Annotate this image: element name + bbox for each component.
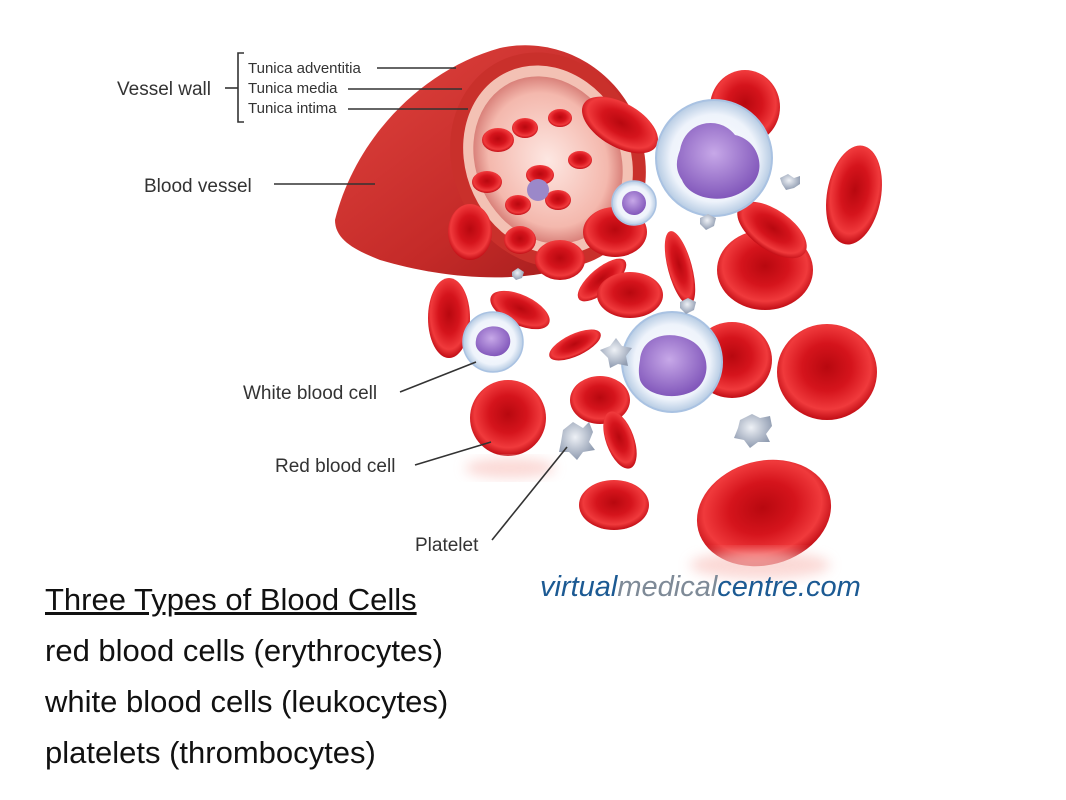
label-blood-vessel: Blood vessel — [144, 176, 252, 197]
watermark-part-3: centre.com — [717, 571, 860, 603]
text-item-platelets: platelets (thrombocytes) — [45, 735, 376, 770]
label-platelet: Platelet — [415, 535, 479, 556]
blood-cell-types-text: Three Types of Blood Cells red blood cel… — [45, 574, 565, 778]
label-tunica-intima: Tunica intima — [248, 100, 337, 117]
platelets — [512, 174, 800, 460]
text-item-white: white blood cells (leukocytes) — [45, 684, 449, 719]
text-item-red: red blood cells (erythrocytes) — [45, 633, 443, 668]
white-blood-cells — [462, 99, 773, 413]
red-blood-cells — [428, 70, 882, 579]
label-vessel-wall: Vessel wall — [117, 79, 211, 100]
watermark-part-1: virtual — [540, 571, 619, 603]
label-white-blood-cell: White blood cell — [243, 383, 377, 404]
label-tunica-media: Tunica media — [248, 80, 338, 97]
text-title: Three Types of Blood Cells — [45, 582, 417, 617]
label-red-blood-cell: Red blood cell — [275, 456, 395, 477]
blood-vessel — [335, 45, 646, 278]
watermark-part-2: medical — [617, 571, 718, 603]
label-tunica-adventitia: Tunica adventitia — [248, 60, 362, 77]
watermark: virtualmedicalcentre.com — [540, 571, 861, 603]
leader-lines — [225, 52, 568, 541]
